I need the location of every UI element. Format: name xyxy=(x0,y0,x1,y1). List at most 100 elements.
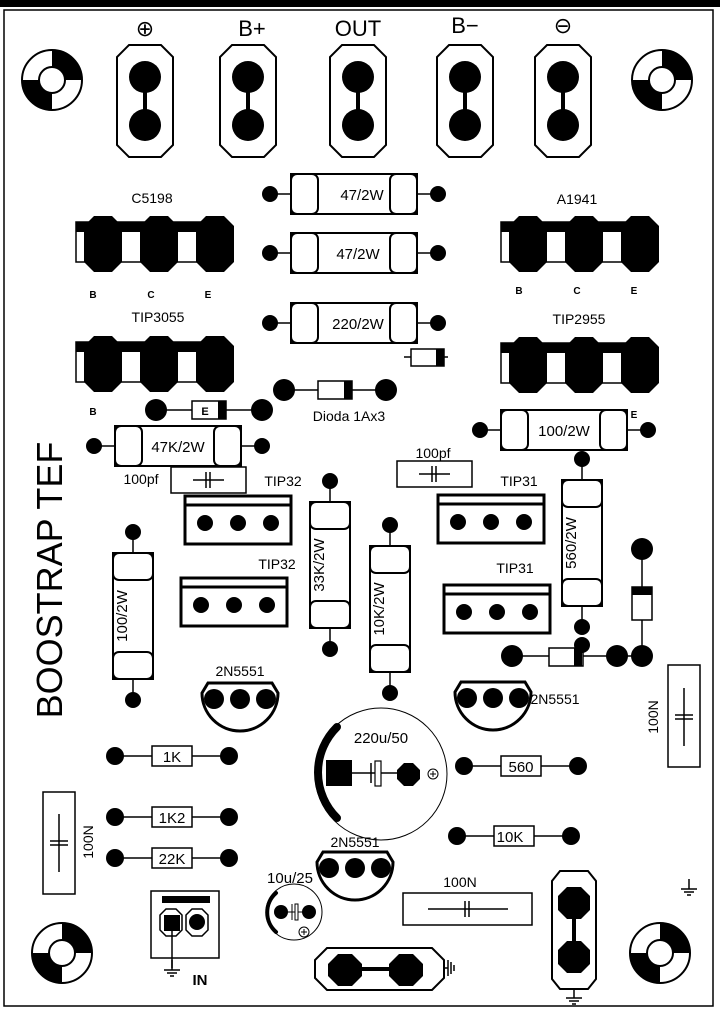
resistor-value: 100/2W xyxy=(538,423,591,440)
resistor-value: 10K/2W xyxy=(371,581,388,635)
terminal-label: B− xyxy=(451,13,479,38)
resistor-r4[interactable]: 47K/2W xyxy=(85,425,271,467)
board-outline xyxy=(3,9,714,1007)
diode-label: Dioda 1Ax3 xyxy=(313,408,386,424)
resistor-value: 47K/2W xyxy=(151,439,205,456)
terminal-label: OUT xyxy=(335,16,381,41)
pin-label: C xyxy=(147,290,154,301)
component-label: TIP3055 xyxy=(132,309,185,325)
transistor-tip32-a[interactable]: TIP32 xyxy=(183,473,302,546)
resistor-r1[interactable]: 47/2W xyxy=(261,173,447,215)
component-label: TIP31 xyxy=(496,560,534,576)
capacitor-c4[interactable]: 100N xyxy=(645,664,701,768)
capacitor-value: 100N xyxy=(443,874,476,890)
transistor-tip32-b[interactable]: TIP32 xyxy=(179,556,296,628)
diode-d4[interactable] xyxy=(631,538,653,656)
pin-label: E xyxy=(631,410,638,421)
capacitor-value: 100pf xyxy=(123,471,158,487)
component-label: TIP31 xyxy=(500,473,538,489)
capacitor-value: 100pf xyxy=(415,445,450,461)
resistor-value: 560/2W xyxy=(563,516,580,569)
component-label: 2N5551 xyxy=(215,663,264,679)
pin-label: E xyxy=(631,286,638,297)
transistor-c5198[interactable]: C5198 B C E xyxy=(75,190,235,301)
terminal-bminus[interactable]: B− xyxy=(435,13,495,159)
transistor-tip31-b[interactable]: TIP31 xyxy=(442,560,552,635)
component-label: TIP2955 xyxy=(553,311,606,327)
transistor-2n5551-b[interactable]: 2N5551 xyxy=(453,680,580,732)
mounting-hole-top-left xyxy=(21,49,83,111)
resistor-r10[interactable]: 1K xyxy=(105,745,239,767)
resistor-r6[interactable]: 33K/2W xyxy=(309,472,351,658)
resistor-value: 1K2 xyxy=(159,810,186,827)
resistor-r3[interactable]: 220/2W xyxy=(261,302,447,344)
diode-d3[interactable]: E xyxy=(145,399,273,421)
terminal-bplus[interactable]: B+ xyxy=(218,16,278,159)
pin-label: E xyxy=(205,290,212,301)
ground-icon xyxy=(680,878,698,896)
resistor-r5[interactable]: 100/2W xyxy=(471,409,657,451)
capacitor-c7[interactable]: 10u/25 xyxy=(265,870,323,941)
terminal-plus[interactable]: ⊕ xyxy=(115,16,175,159)
capacitor-c6[interactable]: 220u/50 xyxy=(314,707,448,841)
resistor-value: 10K xyxy=(497,829,524,846)
resistor-r14[interactable]: 10K xyxy=(447,825,581,847)
terminal-label: B+ xyxy=(238,16,266,41)
speaker-terminal[interactable] xyxy=(314,947,455,991)
resistor-value: 100/2W xyxy=(114,589,131,642)
transistor-tip31-a[interactable]: TIP31 xyxy=(436,473,546,545)
resistor-r8[interactable]: 560/2W xyxy=(561,450,603,636)
pin-label: C xyxy=(573,286,580,297)
capacitor-c3[interactable]: 100N xyxy=(42,791,96,895)
resistor-value: 47/2W xyxy=(340,187,384,204)
component-label: 2N5551 xyxy=(330,834,379,850)
terminal-label: ⊕ xyxy=(136,16,154,41)
transistor-tip3055[interactable]: TIP3055 B xyxy=(75,309,235,418)
input-connector[interactable]: IN xyxy=(150,890,220,989)
transistor-2n5551-c[interactable]: 2N5551 xyxy=(315,834,395,902)
diode-d2[interactable]: Dioda 1Ax3 xyxy=(273,379,397,424)
pin-label: B xyxy=(515,286,522,297)
resistor-value: 560 xyxy=(508,759,533,776)
capacitor-c5[interactable]: 100N xyxy=(402,874,533,926)
capacitor-value: 100N xyxy=(645,700,661,733)
mounting-hole-bottom-left xyxy=(31,922,93,984)
resistor-value: 220/2W xyxy=(332,316,385,333)
diode-marking: E xyxy=(201,406,208,418)
capacitor-value: 220u/50 xyxy=(354,730,408,747)
resistor-value: 22K xyxy=(159,851,186,868)
capacitor-value: 10u/25 xyxy=(267,870,313,887)
terminal-minus[interactable]: ⊖ xyxy=(533,13,593,159)
capacitor-c1[interactable]: 100pf xyxy=(123,466,247,494)
diode-d5[interactable] xyxy=(501,637,653,667)
component-label: TIP32 xyxy=(264,473,302,489)
input-label: IN xyxy=(193,972,208,989)
pin-label: B xyxy=(89,407,96,418)
pin-label: B xyxy=(89,290,96,301)
terminal-label: ⊖ xyxy=(554,13,572,38)
component-label: C5198 xyxy=(131,190,172,206)
mounting-hole-bottom-right xyxy=(629,922,691,984)
component-label: TIP32 xyxy=(258,556,296,572)
resistor-r2[interactable]: 47/2W xyxy=(261,232,447,274)
resistor-value: 47/2W xyxy=(336,246,380,263)
ground-terminal[interactable] xyxy=(551,870,597,1005)
component-label: A1941 xyxy=(557,191,598,207)
capacitor-c2[interactable]: 100pf xyxy=(396,445,473,488)
transistor-tip2955[interactable]: TIP2955 B C E xyxy=(500,311,660,421)
diode-d1[interactable] xyxy=(404,348,448,367)
transistor-a1941[interactable]: A1941 B C E xyxy=(500,191,660,297)
resistor-r13[interactable]: 560 xyxy=(454,755,588,777)
transistor-2n5551-a[interactable]: 2N5551 xyxy=(200,663,280,733)
resistor-r12[interactable]: 22K xyxy=(105,847,239,869)
board-title: BOOSTRAP TEF xyxy=(29,442,70,719)
capacitor-value: 100N xyxy=(80,825,96,858)
terminal-out[interactable]: OUT xyxy=(328,16,388,159)
resistor-r7[interactable]: 10K/2W xyxy=(369,516,411,702)
mounting-hole-top-right xyxy=(631,49,693,111)
component-label: 2N5551 xyxy=(530,691,579,707)
resistor-r11[interactable]: 1K2 xyxy=(105,806,239,828)
top-border-bar xyxy=(0,0,720,7)
resistor-r9[interactable]: 100/2W xyxy=(112,523,154,709)
resistor-value: 1K xyxy=(163,749,181,766)
